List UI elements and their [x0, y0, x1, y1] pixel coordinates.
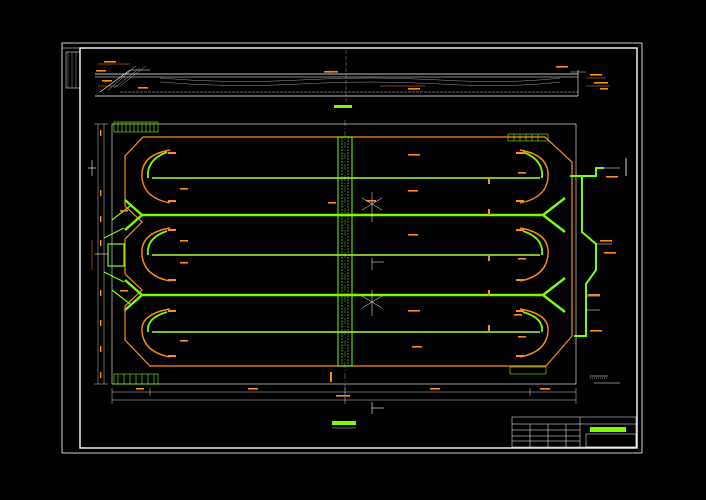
plan-title-bar	[332, 421, 356, 425]
section-view	[65, 50, 610, 102]
flow-guide-walls	[141, 149, 549, 358]
drawing-frame	[61, 42, 643, 454]
mixer-markers	[168, 152, 524, 357]
walkway-details	[361, 192, 384, 316]
gate-left-top	[113, 121, 159, 133]
section-marks	[88, 158, 627, 414]
gate-right-top	[507, 133, 549, 142]
inlet-structure	[103, 205, 131, 305]
plan-view	[88, 120, 627, 414]
north-arrow-icon	[590, 375, 620, 384]
aeration-pipes	[152, 177, 540, 333]
outlet-pipe	[570, 167, 604, 337]
title-block	[511, 416, 637, 448]
section-title-bar	[334, 105, 352, 108]
pool-outer-wall	[124, 136, 573, 367]
channel-walls	[124, 197, 566, 313]
dimension-ticks	[100, 130, 618, 397]
gate-left-bottom	[113, 373, 159, 385]
central-walkway-bridge	[337, 120, 353, 395]
